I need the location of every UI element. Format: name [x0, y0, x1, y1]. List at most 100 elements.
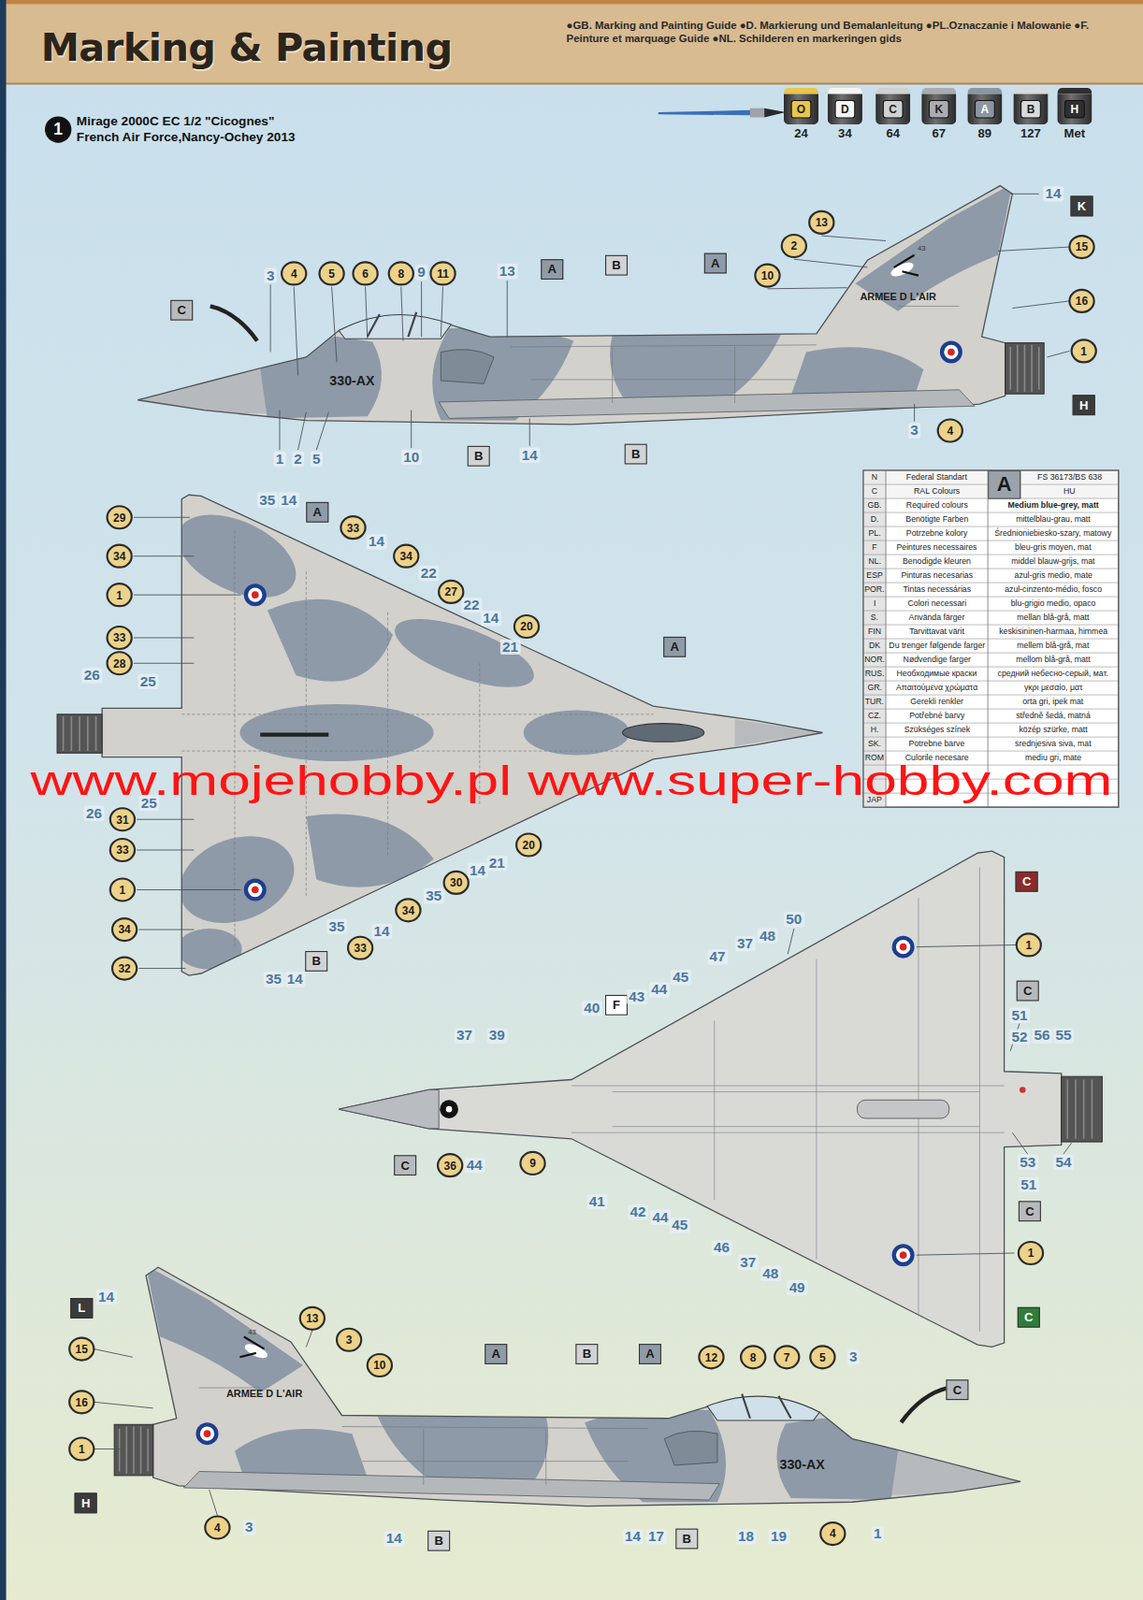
callout-number: 11: [436, 267, 449, 280]
callout-number: 31: [115, 813, 129, 826]
callout-number: 51: [1018, 1177, 1039, 1193]
callout-circle: 33: [339, 515, 366, 540]
callout-circle: 5: [809, 1345, 836, 1370]
colour-box: B: [427, 1531, 450, 1552]
colour-box: B: [304, 951, 328, 972]
callout-number: B: [582, 1346, 592, 1361]
paint-number: 89: [967, 126, 1002, 141]
callout-number: 6: [361, 267, 369, 280]
table-cell: NL.: [868, 554, 883, 569]
table-cell: DK: [868, 638, 881, 653]
callout-circle: 3: [335, 1328, 362, 1353]
callout-number: 16: [1075, 294, 1088, 307]
callout-circle: 1: [1017, 1241, 1044, 1266]
table-cell: FS 36173/BS 638: [1037, 470, 1102, 485]
paint-number: 67: [921, 126, 956, 141]
callout-number: 1: [115, 589, 123, 602]
callout-number: 2: [291, 451, 304, 467]
table-cell: keskisininen-harmaa, himmeä: [998, 624, 1108, 639]
callout-number: 25: [138, 674, 159, 690]
scheme-badge: 1: [44, 115, 72, 143]
callout-circle: 9: [519, 1151, 546, 1176]
callout-number: 33: [347, 521, 360, 535]
callout-circle: 34: [392, 544, 420, 569]
callout-circle: 13: [299, 1306, 326, 1332]
colour-box: L: [70, 1298, 93, 1319]
callout-circle: 34: [105, 544, 132, 569]
callout-number: 29: [113, 511, 126, 524]
can-body: B: [1012, 87, 1048, 125]
table-cell: Pinturas necesarias: [900, 568, 973, 583]
paint-letter: C: [882, 100, 904, 119]
callout-number: 22: [419, 565, 439, 581]
callout-circle: 4: [937, 418, 964, 443]
callout-circle: 16: [1068, 289, 1095, 314]
language-note: ●GB. Marking and Painting Guide ●D. Mark…: [566, 18, 1098, 45]
paint-can: A89: [967, 87, 1002, 142]
callout-number: 27: [445, 585, 458, 598]
table-cell: TUR.: [865, 694, 884, 709]
callout-number: 5: [819, 1351, 826, 1364]
table-grid: [863, 470, 1119, 499]
callout-circle: 1: [68, 1436, 95, 1462]
callout-circle: 10: [753, 263, 781, 289]
paint-can: B127: [1012, 87, 1048, 142]
table-grid: [863, 694, 1119, 696]
paint-letter: H: [1064, 100, 1086, 119]
callout-number: 44: [650, 1210, 670, 1226]
callout-circle: 33: [347, 936, 374, 961]
table-cell: PL.: [868, 526, 882, 541]
scheme-title: Mirage 2000C EC 1/2 "Cicognes": [76, 114, 275, 129]
table-cell: Tarvittavat värit: [909, 624, 965, 639]
callout-number: 3: [264, 267, 277, 283]
table-cell: ESP: [866, 568, 883, 583]
callout-number: 48: [760, 1266, 781, 1282]
callout-number: 37: [454, 1027, 475, 1043]
colour-box: A: [704, 253, 727, 275]
colour-box: B: [675, 1529, 698, 1550]
callout-circle: 5: [318, 260, 345, 286]
callout-circle: 27: [437, 579, 464, 605]
callout-number: C: [400, 1158, 409, 1173]
aircraft-marking: 330-AX: [329, 373, 375, 389]
callout-number: A: [710, 256, 720, 271]
callout-number: B: [434, 1533, 443, 1549]
colour-box: C: [1015, 871, 1039, 893]
callout-number: F: [612, 998, 621, 1013]
table-grid: [863, 512, 1119, 514]
table-cell: Required colours: [906, 498, 969, 513]
table-cell: azul-cinzento-médio, fosco: [1004, 582, 1102, 597]
paint-letter: B: [1020, 100, 1042, 119]
table-grid: [863, 540, 1119, 542]
callout-number: 41: [587, 1194, 608, 1210]
table-cell: S.: [870, 610, 879, 625]
can-body: C: [875, 87, 911, 125]
callout-number: K: [1077, 199, 1086, 214]
table-cell: C: [871, 484, 878, 499]
paint-can: C64: [875, 87, 911, 142]
paint-can: O24: [783, 87, 819, 142]
table-cell: orta gri, ipek mat: [1022, 694, 1084, 709]
callout-number: 26: [84, 806, 104, 822]
callout-number: 21: [500, 639, 521, 655]
table-grid: [885, 470, 887, 808]
table-cell: N: [871, 470, 878, 485]
table-grid: [863, 652, 1119, 654]
callout-circle: 16: [68, 1389, 95, 1415]
callout-number: 34: [402, 904, 415, 917]
table-grid: [863, 751, 1119, 753]
colour-box: C: [1017, 1307, 1041, 1329]
table-cell: средний небесно-серый, мат.: [998, 666, 1109, 681]
callout-number: 10: [761, 269, 774, 282]
callout-number: 35: [263, 971, 284, 987]
can-body: O: [783, 87, 819, 125]
colour-box: K: [1070, 196, 1094, 218]
table-cell: POR.: [864, 582, 884, 597]
callout-number: 37: [735, 936, 755, 952]
table-cell: F: [871, 540, 877, 555]
callout-number: 34: [117, 924, 131, 937]
aircraft-marking: 330-AX: [780, 1457, 825, 1473]
table-grid: [863, 638, 1119, 640]
callout-number: 1: [1027, 1246, 1035, 1259]
table-cell: Du trenger følgende farger: [888, 638, 985, 653]
